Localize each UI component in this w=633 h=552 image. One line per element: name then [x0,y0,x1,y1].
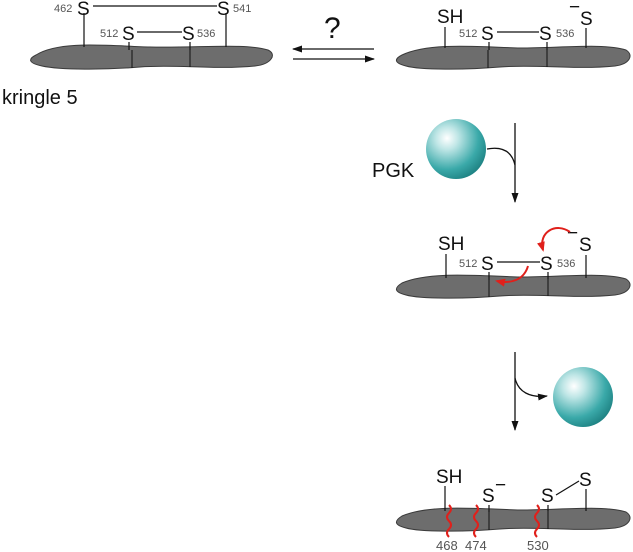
electron-push-arrow [495,265,529,287]
residue-number-512: 512 [100,28,118,40]
thiol-462: SH [437,7,463,28]
sulfur-536: S [539,24,552,45]
sulfur-462: S [77,0,90,20]
sulfur-541: S [217,0,230,20]
pgk-enzyme-sphere [426,119,486,179]
residue-number-536: 536 [557,258,575,270]
residue-number-541: 541 [233,3,251,15]
cleavage-site-label: 530 [527,538,549,552]
residue-number-462: 462 [54,3,72,15]
sulfur-512: S [481,254,494,275]
pgk-step: PGK [372,119,519,203]
thiolate-512: S [482,486,495,507]
cleavage-mark-530 [534,504,540,538]
cleavage-mark-468 [446,504,452,538]
sulfur-536: S [541,486,554,507]
equilibrium-arrows: ? [292,12,375,63]
thiol-462: SH [438,234,464,255]
protein-blob [396,507,631,532]
protein-label: kringle 5 [2,87,78,109]
release-arrow [514,377,548,401]
cleavage-site-label: 468 [436,538,458,552]
residue-number-536: 536 [197,28,215,40]
state-3-exchange: SH S 512 S 536 S − [396,223,631,299]
released-enzyme-sphere [553,367,613,427]
protein-blob [396,274,631,299]
residue-number-512: 512 [459,258,477,270]
state-2-partially-reduced: SH S 512 S 536 S − [396,0,631,70]
disulfide-536-541 [555,480,580,496]
binding-curve [486,147,516,166]
protein-blob [30,44,273,70]
thiolate-541: S [580,9,593,30]
charge-minus: − [569,0,580,18]
charge-minus: − [567,223,578,244]
thiolate-541: S [579,235,592,256]
state-4-cleaved: SH S − S S 468 474 530 [396,467,631,552]
electron-push-arrow [537,227,571,252]
question-mark: ? [324,12,341,45]
thiol-462: SH [436,467,462,488]
sulfur-536: S [540,254,553,275]
sulfur-512: S [122,24,135,45]
sulfur-512: S [481,24,494,45]
sulfur-536: S [182,24,195,45]
cleavage-site-label: 474 [465,538,487,552]
residue-number-512: 512 [459,28,477,40]
release-step [511,352,613,431]
sulfur-541: S [579,470,592,491]
state-1-intact-kringle: S 462 S 541 S 512 S 536 kringle 5 [2,0,273,109]
charge-minus: − [495,475,506,496]
cleavage-mark-474 [473,504,479,538]
enzyme-label: PGK [372,160,415,182]
protein-blob [396,45,631,70]
residue-number-536: 536 [556,28,574,40]
